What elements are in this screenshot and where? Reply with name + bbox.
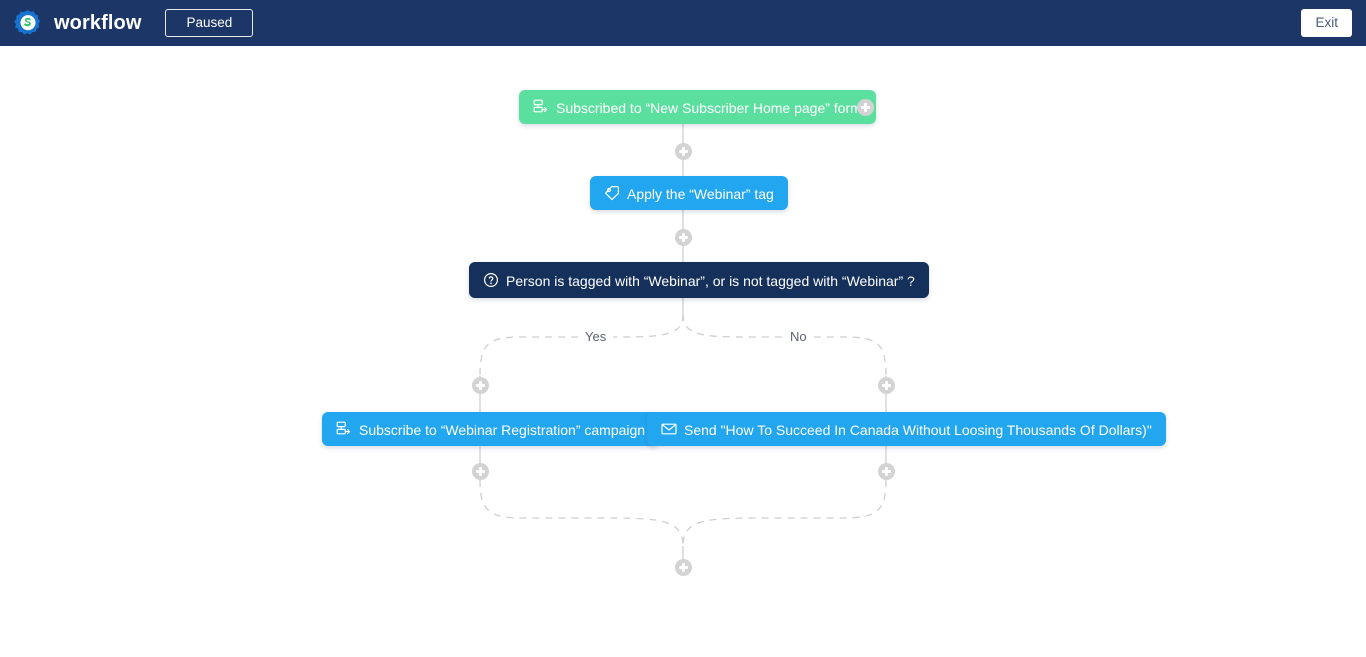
add-step-plus-icon-after-trigger-right[interactable]: [857, 99, 874, 116]
tag-icon: [604, 185, 620, 201]
form-subscribe-icon: [336, 421, 352, 437]
node-label: Person is tagged with “Webinar”, or is n…: [506, 272, 915, 289]
add-step-plus-icon-after-merge[interactable]: [675, 559, 692, 576]
page-title: workflow: [54, 11, 142, 34]
branch-label-no: No: [783, 330, 814, 343]
add-step-plus-icon-no-top[interactable]: [878, 377, 895, 394]
workflow-node-apply-tag[interactable]: Apply the “Webinar” tag: [590, 176, 788, 210]
workflow-node-condition[interactable]: Person is tagged with “Webinar”, or is n…: [469, 262, 929, 298]
form-subscribe-icon: [533, 99, 549, 115]
question-circle-icon: [483, 272, 499, 288]
app-header: workflow Paused Exit: [0, 0, 1366, 46]
envelope-icon: [661, 421, 677, 437]
add-step-plus-icon-between-trigger-and-tag[interactable]: [675, 143, 692, 160]
add-step-plus-icon-no-bottom[interactable]: [878, 463, 895, 480]
branch-label-yes: Yes: [578, 330, 614, 343]
add-step-plus-icon-yes-bottom[interactable]: [472, 463, 489, 480]
exit-button[interactable]: Exit: [1301, 8, 1352, 38]
status-badge: Paused: [165, 9, 254, 37]
node-label: Apply the “Webinar” tag: [627, 185, 774, 202]
gear-s-logo-icon: [14, 9, 42, 37]
workflow-node-yes-branch-action[interactable]: Subscribe to “Webinar Registration” camp…: [322, 412, 660, 446]
workflow-canvas[interactable]: Subscribed to “New Subscriber Home page”…: [0, 46, 1366, 657]
workflow-node-no-branch-action[interactable]: Send "How To Succeed In Canada Without L…: [647, 412, 1166, 446]
add-step-plus-icon-yes-top[interactable]: [472, 377, 489, 394]
node-label: Send "How To Succeed In Canada Without L…: [684, 421, 1152, 438]
workflow-node-trigger[interactable]: Subscribed to “New Subscriber Home page”…: [519, 90, 876, 124]
node-label: Subscribed to “New Subscriber Home page”…: [556, 99, 862, 116]
node-label: Subscribe to “Webinar Registration” camp…: [359, 421, 646, 438]
add-step-plus-icon-between-tag-and-condition[interactable]: [675, 229, 692, 246]
